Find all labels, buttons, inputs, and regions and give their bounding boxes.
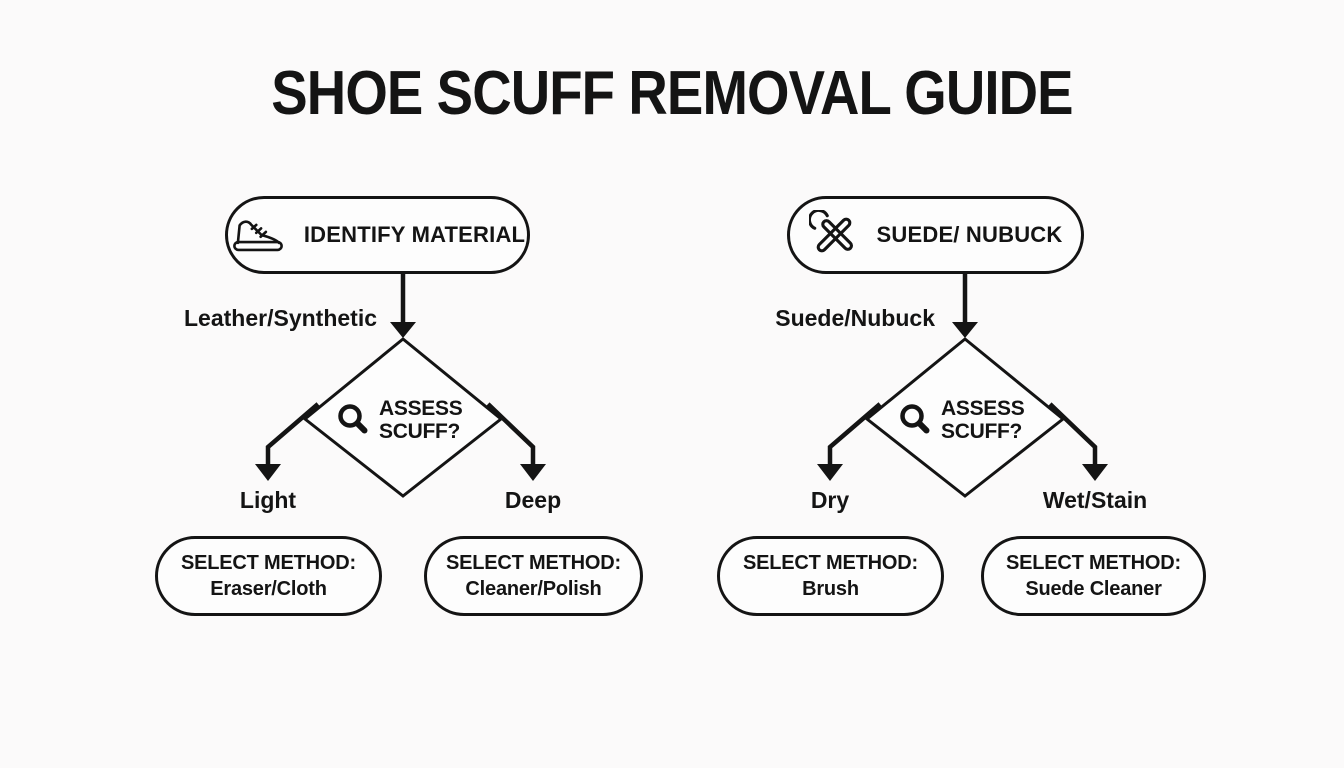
arrowhead — [817, 464, 843, 481]
magnifier-icon — [338, 404, 368, 434]
sneaker-icon — [232, 220, 283, 252]
arrowhead — [255, 464, 281, 481]
start-node-label: SUEDE/ NUBUCK — [876, 222, 1063, 247]
method-title: SELECT METHOD: — [743, 552, 918, 574]
decision-line2: SCUFF? — [941, 420, 1023, 443]
start-node-suede-nubuck: SUEDE/ NUBUCK — [787, 196, 1084, 274]
arrowhead — [1082, 464, 1108, 481]
branch-label-wet-stain: Wet/Stain — [1042, 487, 1148, 513]
left-tree-connectors — [265, 273, 536, 466]
right-tree-arrowheads — [817, 322, 1108, 481]
branch-line-right — [1048, 402, 1098, 466]
decision-label: ASSESS SCUFF? — [941, 396, 1025, 443]
branch-line-left — [827, 402, 882, 466]
branch-label-deep: Deep — [504, 487, 562, 513]
magnifier-icon — [900, 404, 930, 434]
start-node-identify-material: IDENTIFY MATERIAL — [225, 196, 530, 274]
method-name: Cleaner/Polish — [465, 578, 602, 600]
method-node-brush: SELECT METHOD: Brush — [717, 536, 944, 616]
branch-label-leather-synthetic: Leather/Synthetic — [184, 305, 377, 331]
method-name: Brush — [802, 578, 859, 600]
decision-node-assess-scuff-right: ASSESS SCUFF? — [898, 391, 1060, 449]
decision-diamond-left — [302, 337, 504, 498]
method-node-eraser-cloth: SELECT METHOD: Eraser/Cloth — [155, 536, 382, 616]
method-name: Suede Cleaner — [1025, 578, 1162, 600]
right-tree-connectors — [827, 273, 1098, 466]
method-title: SELECT METHOD: — [181, 552, 356, 574]
branch-label-light: Light — [239, 487, 297, 513]
decision-diamond-right — [864, 337, 1066, 498]
tools-icon — [808, 210, 853, 253]
method-node-cleaner-polish: SELECT METHOD: Cleaner/Polish — [424, 536, 643, 616]
decision-node-assess-scuff-left: ASSESS SCUFF? — [336, 391, 498, 449]
branch-line-right — [486, 402, 536, 466]
decision-line1: ASSESS — [941, 396, 1025, 420]
method-node-suede-cleaner: SELECT METHOD: Suede Cleaner — [981, 536, 1206, 616]
arrowhead — [390, 322, 416, 338]
arrowhead — [952, 322, 978, 338]
branch-line-left — [265, 402, 320, 466]
method-title: SELECT METHOD: — [1006, 552, 1181, 574]
branch-label-suede-nubuck: Suede/Nubuck — [775, 305, 935, 331]
decision-line1: ASSESS — [379, 396, 463, 420]
method-title: SELECT METHOD: — [446, 552, 621, 574]
branch-label-dry: Dry — [810, 487, 850, 513]
method-name: Eraser/Cloth — [210, 578, 327, 600]
start-node-label: IDENTIFY MATERIAL — [303, 222, 526, 247]
decision-label: ASSESS SCUFF? — [379, 396, 463, 443]
decision-line2: SCUFF? — [379, 420, 461, 443]
left-tree-arrowheads — [255, 322, 546, 481]
arrowhead — [520, 464, 546, 481]
page-title: SHOE SCUFF REMOVAL GUIDE — [271, 59, 1073, 128]
